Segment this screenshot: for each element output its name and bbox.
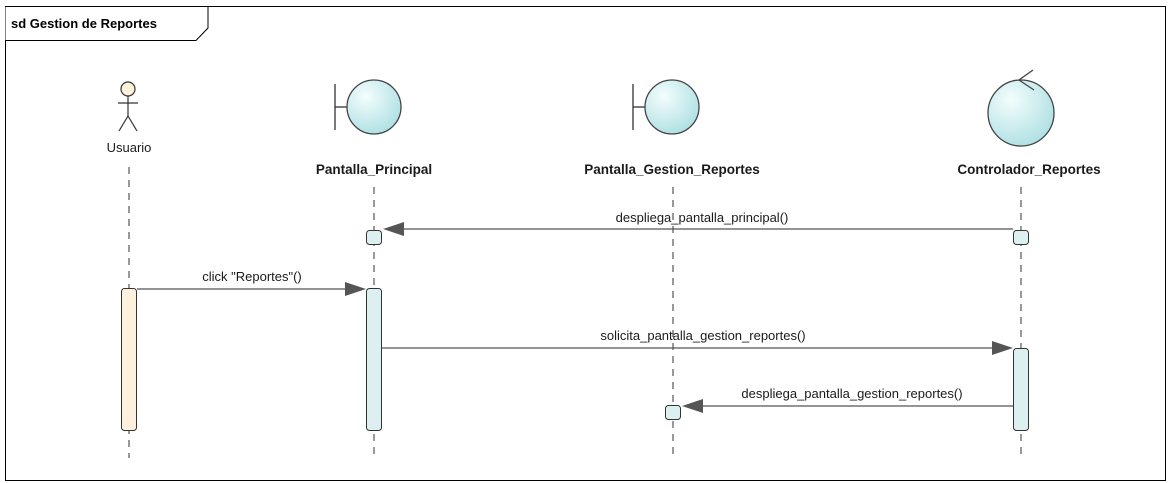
diagram-frame — [5, 6, 1166, 481]
boundary-icon — [632, 79, 700, 135]
message-arrow — [137, 282, 366, 296]
message-label: despliega_pantalla_gestion_reportes() — [741, 386, 962, 401]
message-label: solicita_pantalla_gestion_reportes() — [600, 328, 805, 343]
frame-title: sd Gestion de Reportes — [11, 16, 157, 31]
message-label: despliega_pantalla_principal() — [616, 210, 789, 225]
frame-title-tab — [5, 6, 209, 41]
message-arrow — [682, 399, 1013, 413]
lifeline-label-pantalla-principal: Pantalla_Principal — [316, 162, 432, 177]
control-icon — [987, 69, 1055, 147]
lifeline-label-controlador: Controlador_Reportes — [957, 162, 1100, 177]
activation-bar — [665, 405, 681, 420]
message-arrow — [383, 222, 1013, 236]
activation-bar — [366, 288, 382, 431]
message-label: click "Reportes"() — [202, 269, 302, 284]
lifeline-label-usuario: Usuario — [107, 140, 152, 155]
activation-bar — [1013, 230, 1029, 245]
lifeline-label-pantalla-gestion: Pantalla_Gestion_Reportes — [584, 162, 760, 177]
actor-icon — [118, 81, 138, 132]
activation-bar — [121, 288, 137, 431]
message-arrow — [382, 341, 1013, 355]
boundary-icon — [334, 79, 402, 135]
activation-bar — [366, 230, 382, 245]
activation-bar — [1013, 348, 1029, 431]
